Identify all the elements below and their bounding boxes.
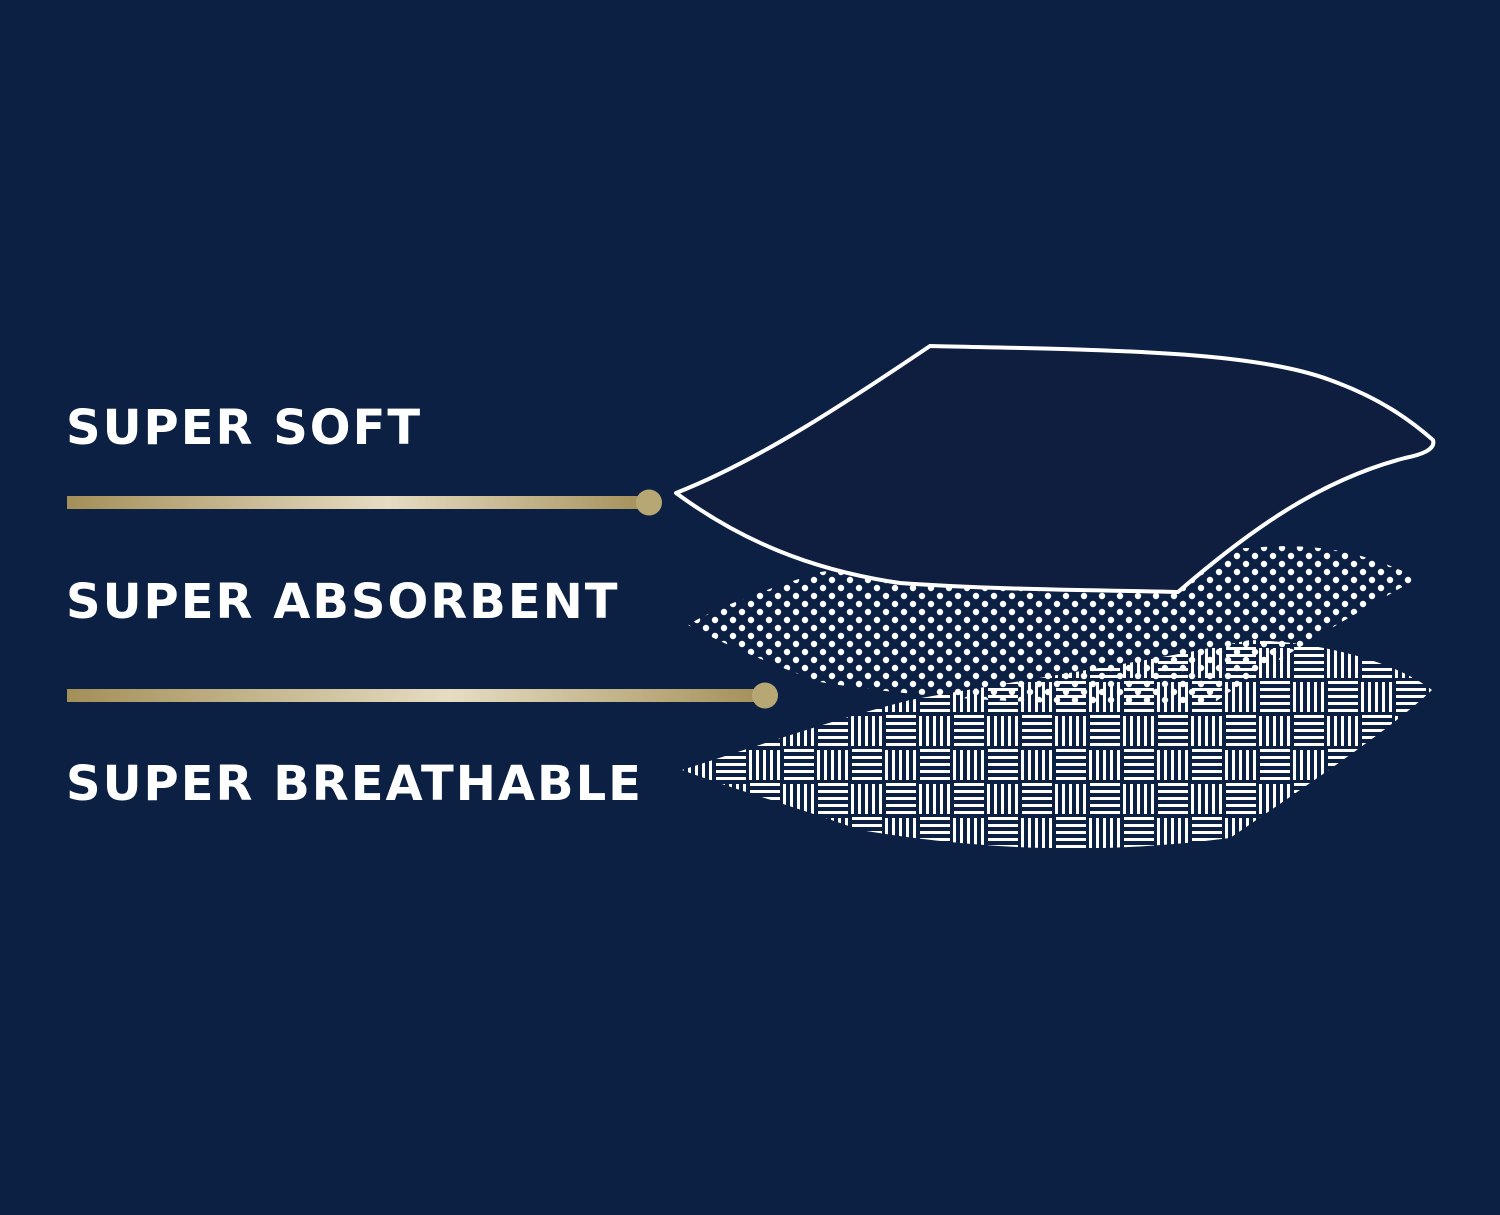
dotted-fabric-layer-icon [688,546,1418,704]
label-super-absorbent: SUPER ABSORBENT [66,574,620,630]
label-super-soft: SUPER SOFT [66,400,423,456]
woven-fabric-layer-icon [682,640,1432,849]
connector-soft [67,489,662,516]
label-super-breathable: SUPER BREATHABLE [66,756,643,812]
smooth-fabric-layer-icon [674,344,1436,594]
connector-absorbent [67,682,778,709]
